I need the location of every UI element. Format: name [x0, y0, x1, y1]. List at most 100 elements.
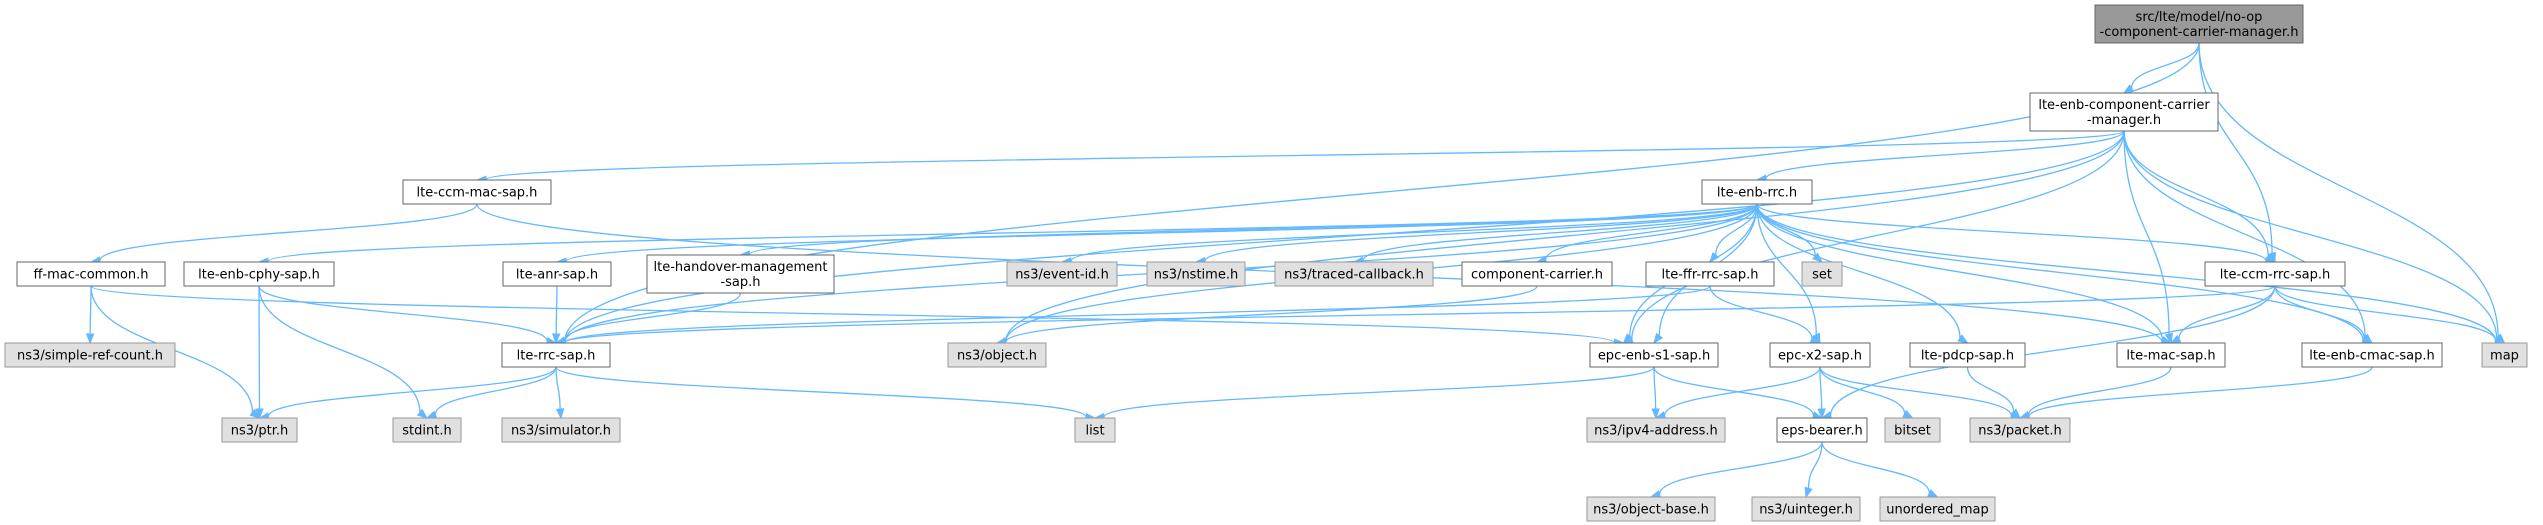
node-box: [1586, 496, 1716, 522]
node-label: map: [2490, 349, 2519, 364]
node-label: ns3/object-base.h: [1593, 503, 1709, 518]
node-label: ns3/ipv4-address.h: [1594, 424, 1718, 439]
node-packet: ns3/packet.h: [1969, 417, 2071, 443]
edge-pdcp-to-packet: [1966, 366, 2021, 419]
node-label: component-carrier.h: [1471, 268, 1603, 283]
edge-ffr-to-x2: [1709, 285, 1822, 344]
node-label: lte-anr-sap.h: [516, 268, 598, 283]
edge-bearer-to-umap: [1821, 441, 1939, 498]
node-box: [2204, 261, 2346, 287]
node-rrcsap[interactable]: lte-rrc-sap.h: [501, 342, 611, 368]
edge-s1-to-ipv4: [1651, 366, 1660, 420]
node-simpleref: ns3/simple-ref-count.h: [4, 342, 176, 368]
node-ptr: ns3/ptr.h: [221, 417, 298, 443]
node-s1[interactable]: epc-enb-s1-sap.h: [1589, 342, 1719, 368]
edge-bearer-to-objbase: [1649, 441, 1823, 499]
node-rrc[interactable]: lte-enb-rrc.h: [1701, 179, 1813, 205]
node-box: [1769, 342, 1871, 368]
edge-root-to-rrcsap: [554, 42, 2200, 346]
node-uinteger: ns3/uinteger.h: [1751, 496, 1861, 522]
edge-ffr-to-rrcsap: [554, 285, 1711, 347]
node-bearer[interactable]: eps-bearer.h: [1776, 417, 1868, 443]
nodes-layer: src/lte/model/no-op-component-carrier-ma…: [4, 4, 2528, 522]
edge-rrc-to-eventid: [1060, 203, 1758, 266]
node-ccmrrc[interactable]: lte-ccm-rrc-sap.h: [2204, 261, 2346, 287]
node-cc[interactable]: component-carrier.h: [1461, 261, 1613, 287]
node-stdint: stdint.h: [392, 417, 462, 443]
edge-s1-to-list: [1093, 366, 1655, 422]
edge-bearer-to-uinteger: [1804, 441, 1823, 499]
node-box: [502, 261, 612, 287]
node-umap: unordered_map: [1879, 496, 1996, 522]
node-box: [2029, 92, 2219, 132]
node-nstime: ns3/nstime.h: [1146, 261, 1246, 287]
edge-x2-to-packet: [1819, 366, 2022, 420]
node-label: lte-ccm-mac-sap.h: [417, 186, 538, 201]
node-box: [392, 417, 462, 443]
node-label: src/lte/model/no-op: [2136, 10, 2263, 25]
node-box: [1969, 417, 2071, 443]
node-box: [1074, 417, 1116, 443]
node-label: unordered_map: [1886, 503, 1989, 518]
node-simulator: ns3/simulator.h: [501, 417, 621, 443]
edge-rrcsap-to-ptr: [258, 366, 557, 421]
edge-macsap-to-packet: [2018, 366, 2172, 419]
node-ho[interactable]: lte-handover-management-sap.h: [646, 254, 835, 294]
node-box: [1146, 261, 1246, 287]
node-label: lte-pdcp-sap.h: [1921, 349, 2014, 364]
node-box: [4, 342, 176, 368]
node-object: ns3/object.h: [947, 342, 1047, 368]
node-ccmmac[interactable]: lte-ccm-mac-sap.h: [402, 179, 552, 205]
node-ffr[interactable]: lte-ffr-rrc-sap.h: [1645, 261, 1775, 287]
edge-ffmac-to-vector: [90, 285, 1625, 347]
node-label: ns3/uinteger.h: [1759, 503, 1853, 518]
node-box: [183, 261, 335, 287]
edge-ccmmac-to-ffmac: [89, 203, 478, 265]
node-box: [646, 254, 835, 294]
node-label: -sap.h: [720, 275, 760, 290]
node-label: set: [1812, 268, 1832, 283]
edge-ecm-to-macsap: [2123, 130, 2174, 345]
node-box: [1701, 179, 1813, 205]
node-root[interactable]: src/lte/model/no-op-component-carrier-ma…: [2094, 4, 2304, 44]
node-box: [1461, 261, 1613, 287]
node-box: [1776, 417, 1868, 443]
node-label: lte-enb-component-carrier: [2038, 98, 2210, 113]
node-ffmac[interactable]: ff-mac-common.h: [16, 261, 166, 287]
node-label: ns3/event-id.h: [1015, 268, 1109, 283]
edge-cphy-to-ptr: [255, 285, 264, 420]
node-box: [221, 417, 298, 443]
node-box: [1586, 417, 1726, 443]
node-label: list: [1085, 424, 1104, 439]
node-ecm[interactable]: lte-enb-component-carrier-manager.h: [2029, 92, 2219, 132]
edge-ecm-to-rrc: [1755, 130, 2125, 183]
edge-x2-to-bearer: [1817, 366, 1826, 420]
edge-ccmrrc-to-macsap: [2169, 285, 2276, 344]
node-box: [1751, 496, 1861, 522]
node-label: ff-mac-common.h: [33, 268, 148, 283]
node-box: [947, 342, 1047, 368]
node-set: set: [1801, 261, 1843, 287]
node-eventid: ns3/event-id.h: [1006, 261, 1118, 287]
node-cmac[interactable]: lte-enb-cmac-sap.h: [2301, 342, 2443, 368]
edge-rrc-to-pdcp: [1756, 203, 1969, 344]
node-x2[interactable]: epc-x2-sap.h: [1769, 342, 1871, 368]
node-label: ns3/simple-ref-count.h: [17, 349, 163, 364]
node-pdcp[interactable]: lte-pdcp-sap.h: [1909, 342, 2026, 368]
node-label: -component-carrier-manager.h: [2100, 25, 2299, 40]
node-box: [1879, 496, 1996, 522]
node-box: [2481, 342, 2528, 368]
node-box: [1909, 342, 2026, 368]
node-label: bitset: [1894, 424, 1931, 439]
node-box: [2094, 4, 2304, 44]
node-label: lte-ccm-rrc-sap.h: [2220, 268, 2330, 283]
node-anr[interactable]: lte-anr-sap.h: [502, 261, 612, 287]
node-bitset: bitset: [1884, 417, 1941, 443]
node-box: [1645, 261, 1775, 287]
edge-s1-to-bearer: [1653, 366, 1824, 420]
node-cphy[interactable]: lte-enb-cphy-sap.h: [183, 261, 335, 287]
edges-layer: [85, 42, 2506, 499]
edge-cphy-to-rrcsap: [258, 285, 558, 346]
node-macsap[interactable]: lte-mac-sap.h: [2116, 342, 2226, 368]
